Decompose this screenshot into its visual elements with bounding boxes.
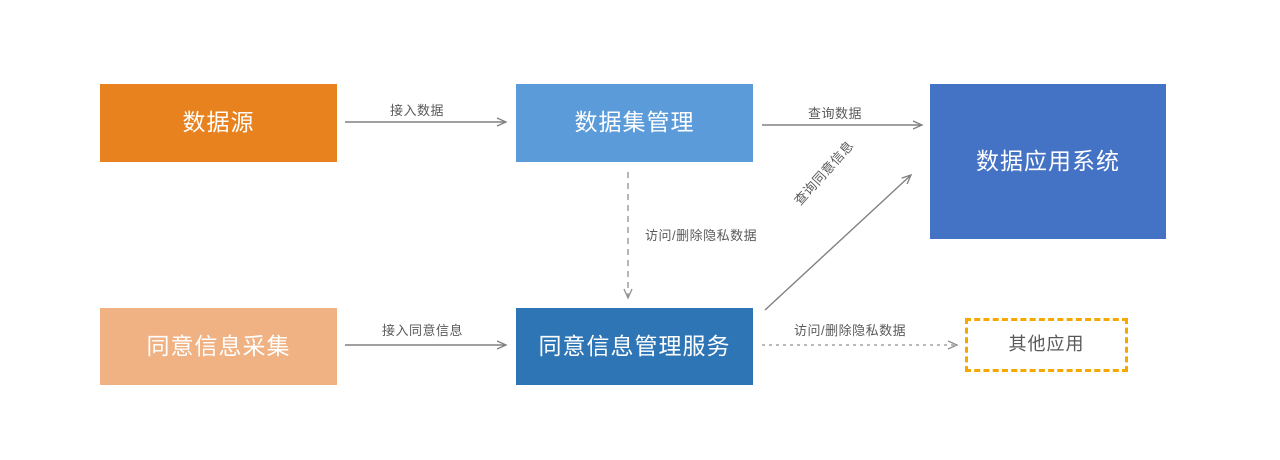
edge-label-query-data: 查询数据 [808,106,863,121]
node-data-application-system[interactable]: 数据应用系统 [930,84,1166,239]
node-data-source-label: 数据源 [182,109,255,136]
node-consent-management-service-label: 同意信息管理服务 [538,332,731,359]
edge-label-access-delete-private-data-vertical: 访问/删除隐私数据 [645,228,758,243]
edge-label-ingest-consent-info: 接入同意信息 [382,323,464,338]
node-other-application-label: 其他应用 [1008,334,1085,355]
edge-query-consent-info [764,173,913,311]
node-other-application[interactable]: 其他应用 [965,318,1128,372]
node-dataset-management-label: 数据集管理 [574,109,695,136]
node-consent-management-service[interactable]: 同意信息管理服务 [516,308,753,385]
edge-label-query-consent-info: 查询同意信息 [791,137,857,209]
node-dataset-management[interactable]: 数据集管理 [516,84,753,162]
node-consent-collection[interactable]: 同意信息采集 [100,308,337,385]
node-data-source[interactable]: 数据源 [100,84,337,162]
edge-label-ingest-data: 接入数据 [390,103,445,118]
node-consent-collection-label: 同意信息采集 [146,332,291,359]
node-data-application-system-label: 数据应用系统 [976,147,1120,174]
edge-label-access-delete-private-data-dotted: 访问/删除隐私数据 [794,323,907,338]
